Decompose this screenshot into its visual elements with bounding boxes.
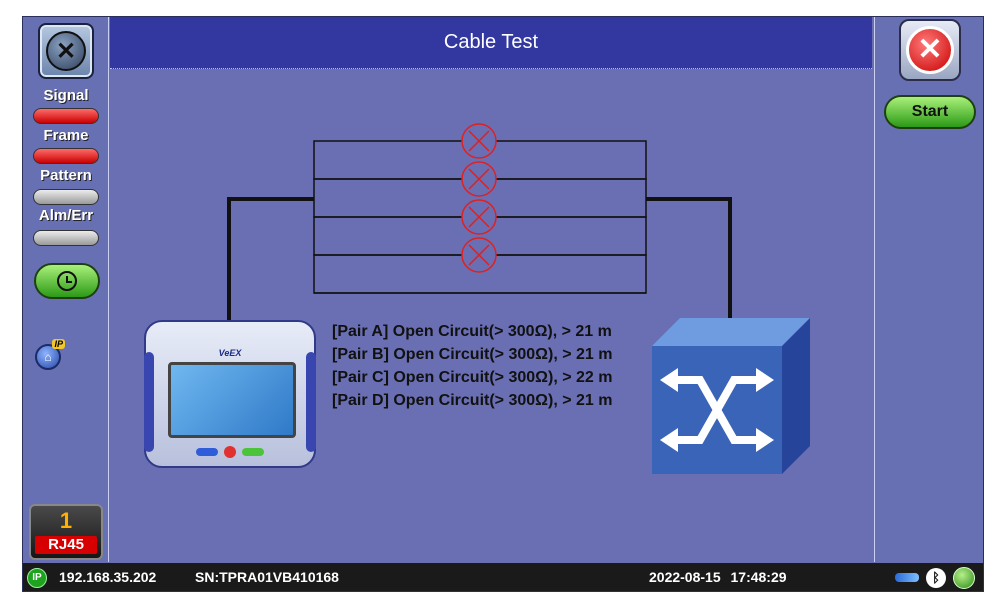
pair-d-fault-icon: [461, 237, 497, 273]
tester-device-image: VeEX: [144, 308, 316, 468]
date-time: 2022-08-15 17:48:29: [649, 569, 787, 585]
pair-a-result: [Pair A] Open Circuit(> 300Ω), > 21 m: [332, 323, 612, 340]
port-number: 1: [59, 508, 73, 533]
ip-badge: IP: [52, 339, 65, 349]
ip-home-icon[interactable]: ⌂ IP: [35, 339, 65, 370]
serial-number: SN:TPRA01VB410168: [195, 569, 339, 585]
left-panel: ✕ Signal Frame Pattern Alm/Err ⌂ IP 1 RJ…: [23, 17, 109, 562]
port-name: RJ45: [35, 536, 97, 554]
bluetooth-icon[interactable]: ᛒ: [926, 568, 946, 588]
start-button[interactable]: Start: [884, 95, 976, 129]
frame-label: Frame: [43, 127, 89, 144]
tester-display: [168, 362, 296, 438]
close-button[interactable]: ✕: [899, 19, 961, 81]
alarm-error-indicator[interactable]: [33, 230, 99, 246]
tester-logo: VeEX: [218, 348, 242, 358]
pair-c-fault-icon: [461, 199, 497, 235]
tester-body: VeEX: [144, 320, 316, 468]
pair-b-result: [Pair B] Open Circuit(> 300Ω), > 21 m: [332, 346, 613, 363]
pair-a-fault-icon: [461, 123, 497, 159]
page-title: Cable Test: [443, 31, 539, 53]
frame-indicator[interactable]: [33, 148, 99, 164]
network-globe-icon[interactable]: [953, 567, 975, 589]
house-icon: ⌂: [44, 350, 52, 364]
cable-diagram: [227, 123, 732, 338]
status-bar: IP 192.168.35.202 SN:TPRA01VB410168 2022…: [23, 563, 983, 591]
close-icon: ✕: [906, 26, 954, 74]
home-button[interactable]: ✕: [38, 23, 94, 79]
right-panel: ✕ Start: [874, 17, 983, 562]
pattern-label: Pattern: [40, 167, 92, 184]
ip-status-icon[interactable]: IP: [27, 568, 47, 588]
pair-d-result: [Pair D] Open Circuit(> 300Ω), > 21 m: [332, 392, 613, 409]
title-bar: Cable Test: [110, 17, 872, 69]
pair-b-fault-icon: [461, 161, 497, 197]
signal-indicator[interactable]: [33, 108, 99, 124]
tools-icon: ✕: [46, 31, 86, 71]
port-selector[interactable]: 1 RJ45: [29, 504, 103, 560]
tester-cable: [227, 197, 314, 338]
alarm-error-label: Alm/Err: [38, 207, 94, 224]
history-icon: [57, 271, 77, 291]
switch-cable: [646, 197, 732, 328]
network-switch-icon: [652, 318, 810, 474]
pair-c-result: [Pair C] Open Circuit(> 300Ω), > 22 m: [332, 369, 613, 386]
ip-address: 192.168.35.202: [59, 569, 157, 585]
battery-icon: [895, 573, 919, 582]
main-content: VeEX [Pair A] Open Circuit(> 300Ω), > 21…: [110, 70, 872, 562]
signal-label: Signal: [43, 87, 89, 104]
tester-keys: [146, 446, 314, 458]
cable-test-screen: ✕ Signal Frame Pattern Alm/Err ⌂ IP 1 RJ…: [22, 16, 984, 592]
pattern-indicator[interactable]: [33, 189, 99, 205]
history-button[interactable]: [34, 263, 100, 299]
